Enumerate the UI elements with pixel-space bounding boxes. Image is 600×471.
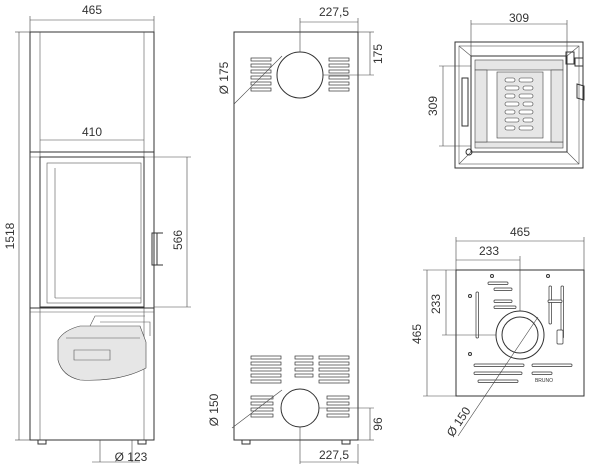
top-view: 309 309 bbox=[426, 11, 585, 169]
bottom-outlet-circle bbox=[280, 388, 320, 428]
base-brand-mark: BRUNO bbox=[535, 378, 553, 384]
top-distance-label: 175 bbox=[371, 44, 385, 64]
top-view-outline bbox=[454, 41, 584, 169]
front-height-label: 1518 bbox=[3, 222, 17, 249]
base-offset-y-label: 233 bbox=[429, 294, 443, 314]
base-depth-label: 465 bbox=[410, 324, 424, 344]
bottom-distance-label: 96 bbox=[371, 417, 385, 431]
bottom-outlet-dia-label: Ø 150 bbox=[207, 393, 221, 426]
front-outlet-dia-label: Ø 123 bbox=[115, 450, 148, 464]
grate-slots bbox=[504, 77, 534, 131]
base-width-label: 465 bbox=[510, 225, 530, 239]
base-outlet-inner-ring bbox=[501, 316, 539, 354]
front-view: 465 410 1518 566 Ø 123 bbox=[3, 3, 191, 464]
top-outlet-dia-label: Ø 175 bbox=[217, 61, 231, 94]
side-view: 227,5 Ø 175 175 Ø 150 96 227,5 bbox=[207, 5, 385, 464]
base-offset-x-label: 233 bbox=[479, 244, 499, 258]
front-width-label: 465 bbox=[82, 3, 102, 17]
base-outlet-dia-label: Ø 150 bbox=[444, 404, 474, 439]
top-view-depth-label: 309 bbox=[426, 96, 440, 116]
top-view-width-label: 309 bbox=[509, 11, 529, 25]
side-top-vents-left bbox=[250, 57, 272, 92]
side-body-outline bbox=[233, 31, 359, 441]
stove-glass bbox=[46, 162, 142, 304]
side-top-vents-right bbox=[328, 57, 350, 92]
stove-door bbox=[39, 156, 145, 308]
front-inner-width-label: 410 bbox=[82, 125, 102, 139]
side-top-offset-label: 227,5 bbox=[319, 5, 349, 19]
stove-body-outline bbox=[29, 31, 155, 441]
side-bottom-offset-label: 227,5 bbox=[319, 448, 349, 462]
door-height-label: 566 bbox=[171, 230, 185, 250]
top-outlet-circle bbox=[276, 51, 324, 99]
base-slots bbox=[473, 281, 573, 383]
base-view: BRUNO 465 233 233 465 Ø 150 bbox=[410, 225, 585, 439]
base-outlet-outer-ring bbox=[495, 310, 545, 360]
ash-cutaway bbox=[57, 325, 147, 381]
